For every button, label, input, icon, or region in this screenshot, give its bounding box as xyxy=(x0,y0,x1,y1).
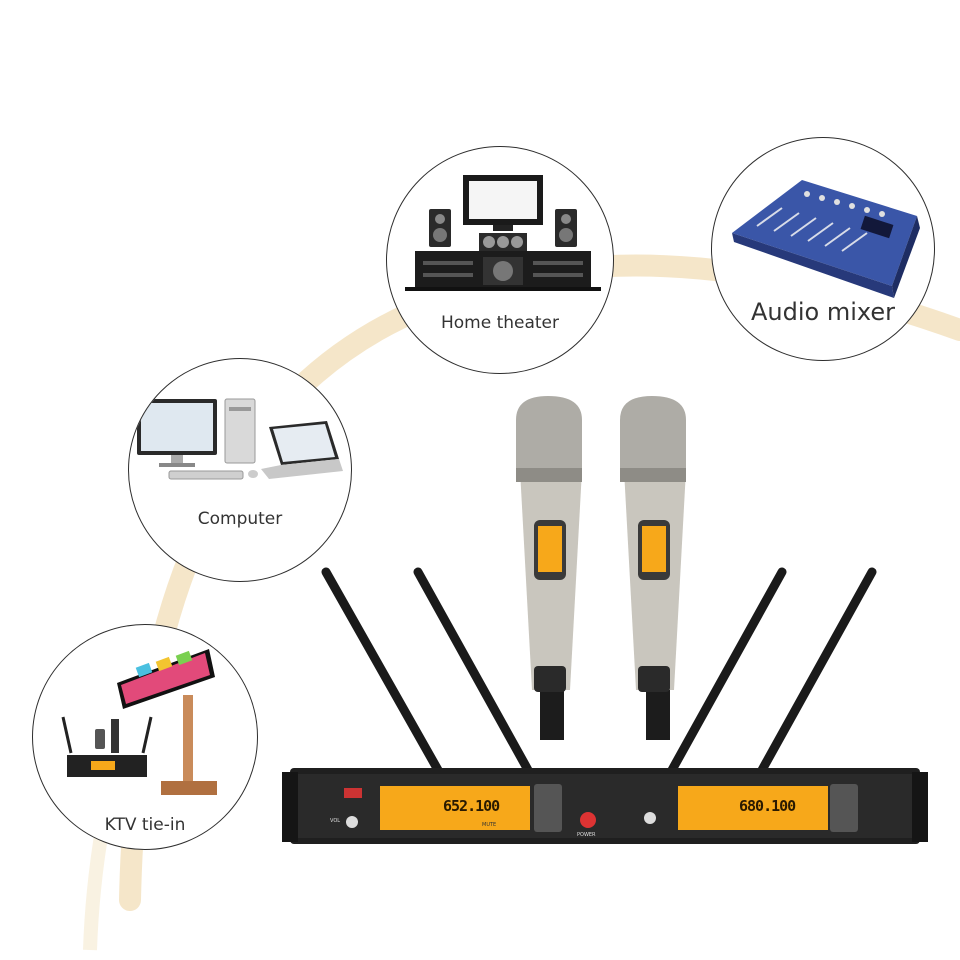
power-label: POWER xyxy=(577,832,596,838)
power-button-icon xyxy=(580,812,596,828)
computer-label: Computer xyxy=(197,509,283,529)
home-theater-label: Home theater xyxy=(440,313,560,333)
microphone-icon xyxy=(516,396,582,740)
ktv-label: KTV tie-in xyxy=(104,815,186,835)
vol-label: VOL xyxy=(330,818,341,824)
mute-label: MUTE xyxy=(482,822,497,828)
ktv-bubble: KTV tie-in xyxy=(32,624,258,850)
receiver-icon xyxy=(282,768,928,844)
computer-bubble: Computer xyxy=(128,358,352,582)
channel-a-display: 652.100 xyxy=(443,797,500,815)
computer-icon xyxy=(137,398,343,480)
audio-mixer-bubble: Audio mixer xyxy=(711,137,935,361)
microphone-icon xyxy=(620,396,686,740)
ktv-machine-icon xyxy=(61,649,217,795)
antenna-icon xyxy=(321,567,877,775)
home-theater-icon xyxy=(405,175,601,291)
channel-b-display: 680.100 xyxy=(739,797,796,815)
audio-mixer-icon xyxy=(732,180,920,298)
audio-mixer-label: Audio mixer xyxy=(751,298,895,326)
home-theater-bubble: Home theater xyxy=(386,146,614,374)
